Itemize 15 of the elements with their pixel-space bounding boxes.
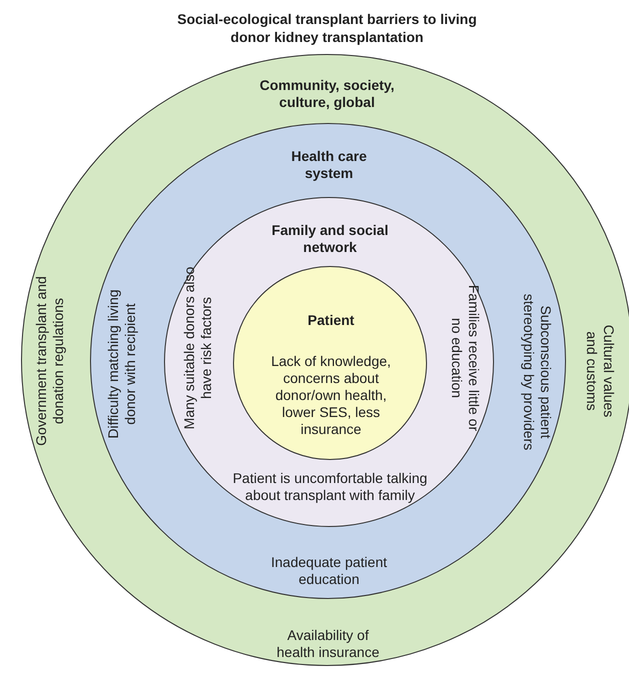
level-heading: Patient — [306, 312, 356, 329]
barrier-text: Lack of knowledge, concerns about donor/own health, lower SES, less insurance — [270, 353, 392, 438]
barrier-text: Patient is uncomfortable talking about transplant with family — [232, 470, 428, 504]
barrier-text: Difficulty matching living donor with recipient — [105, 288, 139, 441]
level-heading: Family and social network — [270, 222, 390, 256]
barrier-text: Many suitable donors also have risk factors — [181, 266, 215, 432]
barrier-text: Families receive little or no education — [448, 284, 482, 433]
barrier-text: Availability of health insurance — [276, 627, 380, 661]
diagram-title: Social-ecological transplant barriers to living donor kidney transplantation — [176, 10, 478, 46]
barrier-text: Cultural values and customs — [583, 324, 617, 420]
barrier-text: Government transplant and donation regulations — [33, 275, 67, 448]
barrier-text: Subconscious patient stereotyping by providers — [520, 292, 554, 452]
barrier-text: Inadequate patient education — [270, 554, 388, 588]
level-heading: Health care system — [290, 148, 368, 182]
level-heading: Community, society, culture, global — [258, 77, 396, 111]
